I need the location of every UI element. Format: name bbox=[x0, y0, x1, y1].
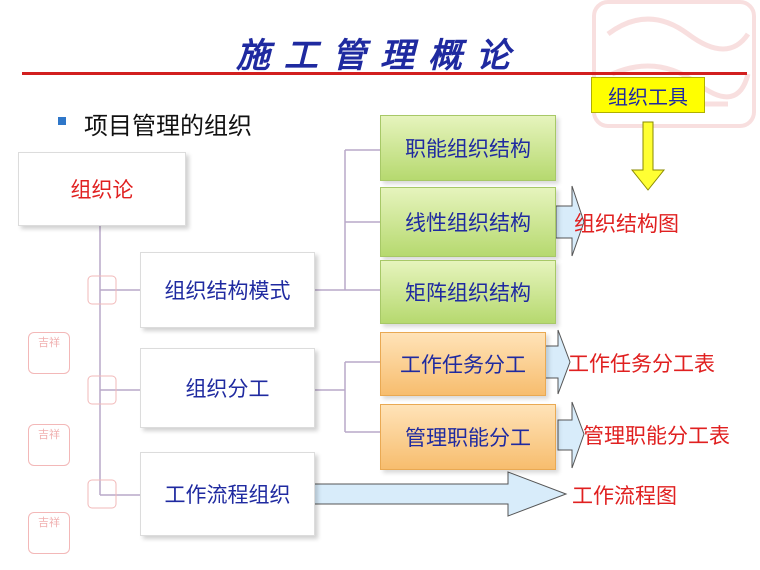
seal-decoration-icon: 吉祥 bbox=[28, 512, 70, 554]
arrow-flow-icon bbox=[311, 471, 568, 517]
category-workflow: 工作流程组织 bbox=[140, 452, 315, 536]
seal-decoration-icon: 吉祥 bbox=[28, 424, 70, 466]
structure-functional: 职能组织结构 bbox=[380, 115, 556, 181]
arrow-function-icon bbox=[557, 401, 585, 469]
seal-decoration-icon: 吉祥 bbox=[28, 332, 70, 374]
structure-linear: 线性组织结构 bbox=[380, 187, 556, 257]
down-arrow-icon bbox=[630, 121, 666, 191]
tool-label: 组织工具 bbox=[591, 77, 705, 113]
output-structure-chart: 组织结构图 bbox=[574, 212, 679, 236]
title-underline bbox=[22, 72, 747, 75]
structure-matrix: 矩阵组织结构 bbox=[380, 260, 556, 324]
arrow-task-icon bbox=[544, 329, 571, 395]
root-node: 组织论 bbox=[18, 152, 186, 226]
division-function: 管理职能分工 bbox=[380, 404, 556, 470]
output-function-table: 管理职能分工表 bbox=[583, 424, 730, 448]
slide-title: 施工管理概论 bbox=[236, 36, 524, 76]
division-task: 工作任务分工 bbox=[380, 332, 546, 396]
bullet-text: 项目管理的组织 bbox=[84, 112, 252, 140]
output-task-table: 工作任务分工表 bbox=[568, 352, 715, 376]
category-structure-mode: 组织结构模式 bbox=[140, 252, 315, 328]
output-flow-chart: 工作流程图 bbox=[572, 484, 677, 508]
bullet-icon bbox=[58, 117, 66, 125]
arrow-structure-icon bbox=[555, 185, 585, 257]
category-division: 组织分工 bbox=[140, 348, 315, 428]
